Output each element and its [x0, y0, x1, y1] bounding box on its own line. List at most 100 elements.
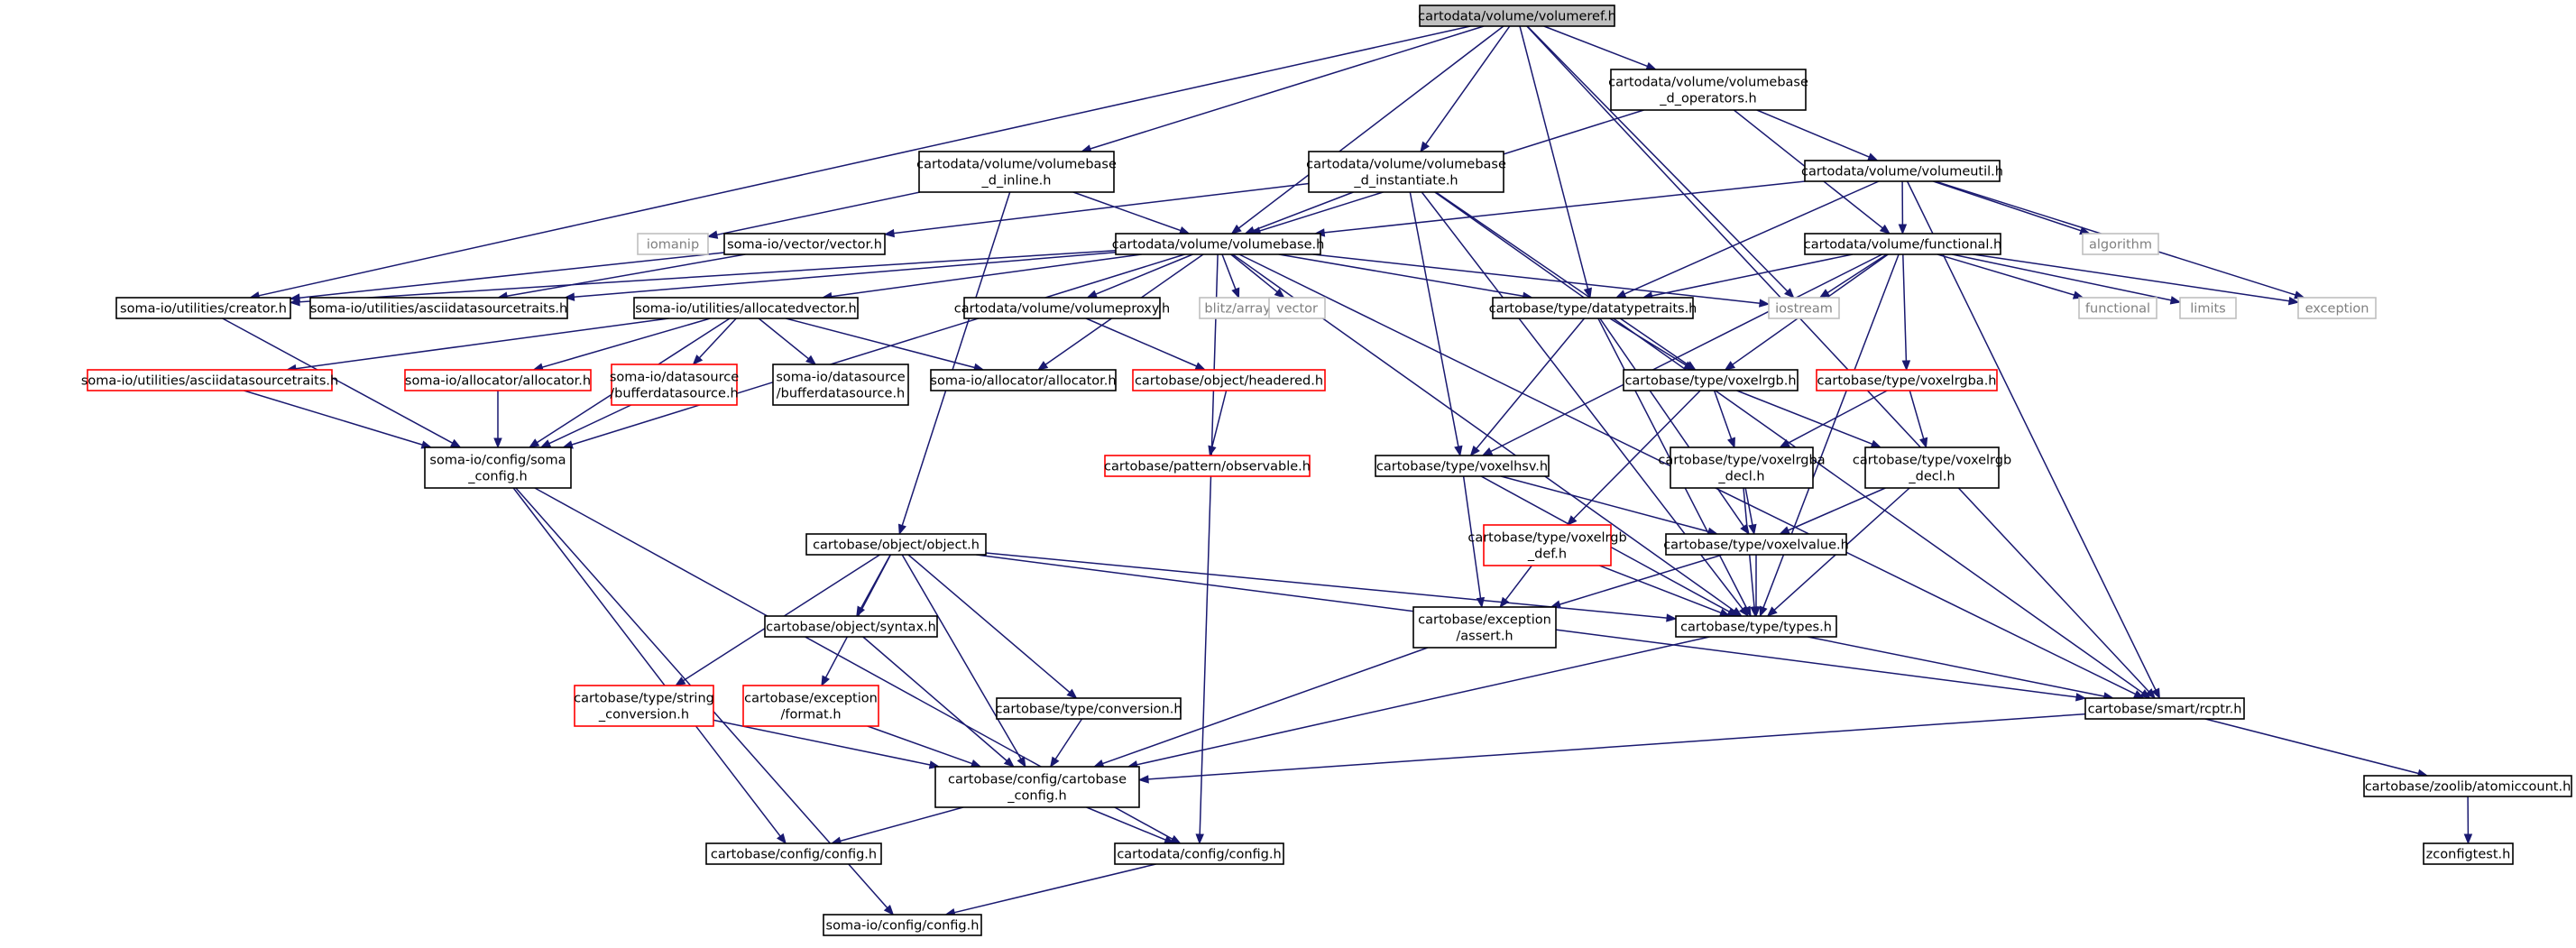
node-vector-h[interactable]: soma-io/vector/vector.h — [723, 233, 886, 255]
node-volumeproxy[interactable]: cartodata/volume/volumeproxy.h — [954, 297, 1170, 319]
node-object-h[interactable]: cartobase/object/object.h — [805, 533, 987, 556]
node-box — [1115, 233, 1321, 255]
node-box — [404, 369, 592, 391]
node-box — [574, 685, 714, 727]
node-label: cartobase/type/datatypetraits.h — [1489, 302, 1697, 317]
node-string-conv[interactable]: cartobase/type/string_conversion.h — [574, 685, 714, 727]
node-box — [1375, 455, 1550, 477]
node-cartobase-config[interactable]: cartobase/config/cartobase_config.h — [934, 766, 1140, 808]
node-rgba-decl[interactable]: cartobase/type/voxelrgba_decl.h — [1658, 446, 1826, 489]
edge-line — [299, 249, 1117, 303]
node-box — [1492, 297, 1694, 319]
node-ascii-black[interactable]: soma-io/utilities/asciidatasourcetraits.… — [309, 297, 568, 319]
node-box — [1864, 446, 2000, 489]
node-cd-config[interactable]: cartodata/config/config.h — [1114, 842, 1284, 865]
node-voxelvalue[interactable]: cartobase/type/voxelvalue.h — [1663, 533, 1849, 556]
node-alloc-red[interactable]: soma-io/allocator/allocator.h — [404, 369, 592, 391]
node-box — [1675, 615, 1837, 638]
node-functional-std[interactable]: functional — [2078, 297, 2157, 319]
node-rgb-def[interactable]: cartobase/type/voxelrgb_def.h — [1467, 524, 1627, 566]
edge-arrowhead — [539, 439, 552, 448]
node-cb-config[interactable]: cartobase/config/config.h — [705, 842, 882, 865]
node-blitz[interactable]: blitz/array.h — [1199, 297, 1287, 319]
node-label: exception — [2305, 302, 2369, 317]
edge-line — [1425, 25, 1511, 145]
node-vector-std[interactable]: vector — [1268, 297, 1326, 319]
node-assert-h[interactable]: cartobase/exception/assert.h — [1412, 606, 1557, 649]
edge-arrowhead — [692, 354, 704, 365]
edge-arrowhead — [1086, 290, 1099, 299]
node-bufds-black[interactable]: soma-io/datasource/bufferdatasource.h — [772, 364, 909, 406]
node-algorithm[interactable]: algorithm — [2082, 233, 2159, 255]
edge-line — [244, 390, 423, 446]
node-voxelrgb[interactable]: cartobase/type/voxelrgb.h — [1623, 369, 1799, 391]
edge-line — [867, 725, 973, 765]
edge-arrowhead — [2169, 296, 2182, 305]
node-conversion[interactable]: cartobase/type/conversion.h — [995, 697, 1182, 720]
node-types[interactable]: cartobase/type/types.h — [1675, 615, 1837, 638]
edge-arrowhead — [1766, 606, 1778, 617]
edge-bufds_red-to-soma_config — [539, 404, 632, 448]
node-allocvector[interactable]: soma-io/utilities/allocatedvector.h — [633, 297, 859, 319]
node-headered[interactable]: cartobase/object/headered.h — [1132, 369, 1326, 391]
edge-line — [512, 487, 781, 837]
node-bufds-red[interactable]: soma-io/datasource/bufferdatasource.h — [610, 364, 739, 406]
node-vb-inline[interactable]: cartodata/volume/volumebase_d_inline.h — [916, 151, 1117, 193]
node-exception[interactable]: exception — [2297, 297, 2377, 319]
node-label: cartobase/object/headered.h — [1135, 374, 1323, 389]
node-iostream[interactable]: iostream — [1768, 297, 1840, 319]
edge-voxelrgb-to-rgb_def — [1566, 390, 1701, 526]
edge-vector_h-to-creator — [289, 252, 725, 302]
edge-arrowhead — [706, 230, 719, 239]
edge-line — [1599, 318, 1745, 528]
edge-vb_inline-to-iomanip — [706, 191, 920, 239]
node-ascii-red[interactable]: soma-io/utilities/asciidatasourcetraits.… — [81, 369, 338, 391]
node-soma-config-h[interactable]: soma-io/config/config.h — [823, 914, 982, 936]
edge-rgb_def-to-types — [1599, 565, 1731, 617]
node-volumeutil[interactable]: cartodata/volume/volumeutil.h — [1801, 160, 2003, 182]
edge-volumebase-to-creator — [289, 249, 1117, 307]
node-creator[interactable]: soma-io/utilities/creator.h — [115, 297, 291, 319]
edge-arrowhead — [2145, 688, 2157, 699]
edge-line — [1500, 475, 1709, 533]
node-format-h[interactable]: cartobase/exception/format.h — [742, 685, 879, 727]
node-voxelrgba[interactable]: cartobase/type/voxelrgba.h — [1816, 369, 1998, 391]
node-label: /format.h — [780, 708, 841, 723]
node-syntax[interactable]: cartobase/object/syntax.h — [764, 615, 938, 638]
edge-line — [1090, 25, 1485, 150]
node-alloc-black[interactable]: soma-io/allocator/allocator.h — [930, 369, 1117, 391]
edge-arrowhead — [1727, 437, 1735, 449]
node-datatypetraits[interactable]: cartobase/type/datatypetraits.h — [1489, 297, 1697, 319]
node-voxelhsv[interactable]: cartobase/type/voxelhsv.h — [1375, 455, 1550, 477]
edge-line — [1651, 253, 1854, 297]
edge-volumeref-to-vb_instantiate — [1420, 25, 1511, 153]
edge-line — [1230, 253, 1278, 293]
node-iomanip[interactable]: iomanip — [637, 233, 709, 255]
node-vb-operators[interactable]: cartodata/volume/volumebase_d_operators.… — [1608, 69, 1808, 111]
edge-functional_h-to-exception — [1973, 253, 2300, 306]
edge-line — [1504, 565, 1532, 601]
node-atomiccount[interactable]: cartobase/zoolib/atomiccount.h — [2363, 775, 2572, 797]
node-rcptr[interactable]: cartobase/smart/rcptr.h — [2084, 697, 2245, 720]
node-volumebase[interactable]: cartodata/volume/volumebase.h — [1112, 233, 1325, 255]
edge-line — [1787, 390, 1888, 444]
node-rgb-decl[interactable]: cartobase/type/voxelrgb_decl.h — [1853, 446, 2011, 489]
node-observable[interactable]: cartobase/pattern/observable.h — [1104, 455, 1311, 477]
edge-arrowhead — [1779, 526, 1790, 535]
edge-line — [1909, 390, 1925, 439]
node-limits[interactable]: limits — [2179, 297, 2237, 319]
edge-functional_h-to-functional_std — [1937, 253, 2084, 299]
edge-arrowhead — [1137, 775, 1149, 784]
node-zconfigtest[interactable]: zconfigtest.h — [2423, 842, 2514, 865]
edge-line — [1278, 253, 1523, 298]
node-soma-config[interactable]: soma-io/config/soma_config.h — [424, 446, 572, 489]
edge-line — [1253, 191, 1354, 232]
edge-volumeproxy-to-headered — [1085, 318, 1207, 371]
edge-arrowhead — [1244, 225, 1256, 235]
edge-arrowhead — [1066, 688, 1078, 699]
node-label: soma-io/utilities/asciidatasourcetraits.… — [81, 374, 338, 389]
edge-format_h-to-cartobase_config — [867, 725, 982, 768]
node-vb-instantiate[interactable]: cartodata/volume/volumebase_d_instantiat… — [1306, 151, 1506, 193]
node-volumeref[interactable]: cartodata/volume/volumeref.h — [1418, 5, 1616, 27]
node-functional-h[interactable]: cartodata/volume/functional.h — [1804, 233, 2001, 255]
